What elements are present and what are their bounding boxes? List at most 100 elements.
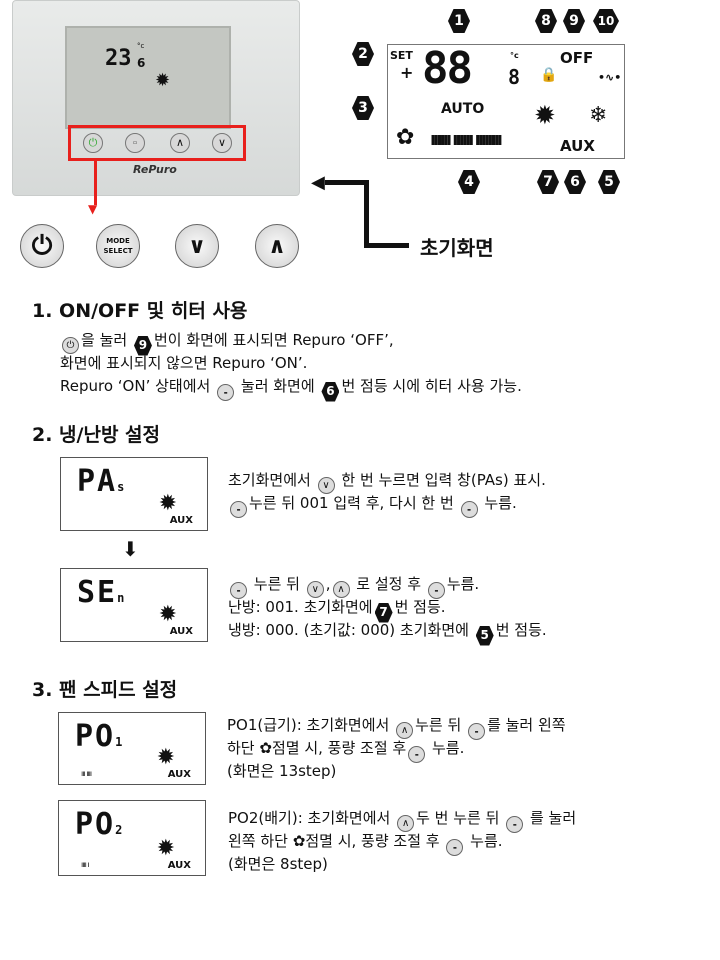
unit-indicator: °c [510,51,519,60]
mode-label: MODE [106,237,130,245]
red-arrow-head: ▼ [88,202,98,216]
heater-coil-icon: •∿• [598,71,622,84]
sun-icon: ✹ [534,101,556,131]
lcd-pas-screen: PAs ✹AUX [60,457,208,531]
aux-label: AUX [169,626,193,637]
mode-select-icon: ▬ [427,582,445,599]
lcd-po1-screen: PO1 ııı ıııı ✹AUX [58,712,206,785]
section2-b-line1: ▬ 누른 뒤 ∨,∧ 로 설정 후 ▬누름. [228,573,479,599]
sun-icon: ✹ [158,491,177,516]
down-icon: ∨ [306,581,324,598]
callout-2: 2 [352,42,374,66]
aux-indicator: AUX [560,137,595,155]
callout-9-icon: 9 [133,335,152,356]
sun-icon: ✹ [156,836,175,861]
section1-title: 1. ON/OFF 및 히터 사용 [32,300,248,322]
aux-label: AUX [167,860,191,871]
down-arrow-icon: ⬇ [122,537,139,561]
up-icon: ∧ [396,722,414,739]
up-button[interactable]: ∧ [255,224,299,268]
lcd-sen-screen: SEn ✹AUX [60,568,208,642]
controller-photo: 23 6 °c ✹ ⏻ ▭ ∧ ∨ RePuro [12,0,300,196]
lcd-text: PO1 [75,719,125,754]
sun-icon: ✹ [155,70,171,91]
temperature-digits: 88 [422,43,473,94]
arrow-line-h2 [364,243,409,248]
select-label: SELECT [103,247,133,255]
button-highlight-box [68,125,246,161]
callout-1: 1 [448,9,470,33]
fan-icon: ✿ [292,832,306,850]
fan-speed-bars: ııı ıııı [81,769,92,778]
mode-select-icon: ▬ [506,816,524,833]
aux-label: AUX [167,769,191,780]
mode-select-button[interactable]: MODE SELECT [96,224,140,268]
fan-speed-bars: ıııııı ıııııı ıııııııı [430,129,503,150]
callout-3: 3 [352,96,374,120]
section2-a-line1: 초기화면에서 ∨ 한 번 누르면 입력 창(PAs) 표시. [228,469,546,494]
unit-label: °c [137,42,145,50]
set-indicator: SET [390,49,413,62]
section3-b-line3: (화면은 8step) [228,855,328,873]
section3-b-line1: PO2(배기): 초기화면에서 ∧두 번 누른 뒤 ▬ 를 눌러 [228,807,576,833]
mode-select-icon: ▬ [217,384,235,401]
up-icon: ∧ [397,815,415,832]
device-down-button[interactable]: ∨ [212,133,232,153]
up-icon: ∧ [332,581,350,598]
lcd-po2-screen: PO2 ıııı ı ✹AUX [58,800,206,876]
callout-4: 4 [458,170,480,194]
fan-speed-bars: ıııı ı [81,860,90,869]
snowflake-icon: ❄ [589,103,608,128]
fan-icon: ✿ [396,125,415,150]
mode-select-icon: ▬ [446,839,464,856]
device-power-button[interactable]: ⏻ [83,133,103,153]
callout-5: 5 [598,170,620,194]
lock-icon: 🔒 [540,67,558,83]
controller-screen: 23 6 °c ✹ [65,26,231,129]
aux-label: AUX [169,515,193,526]
callout-6: 6 [564,170,586,194]
brand-logo: RePuro [133,163,177,176]
sun-icon: ✹ [156,745,175,770]
decimal-digit: 8 [508,65,521,89]
lcd-text: PAs [77,464,127,499]
red-arrow-line [94,160,97,205]
arrow-line-h [325,180,369,185]
callout-8: 8 [535,9,557,33]
callout-5-icon: 5 [475,625,494,646]
temperature-readout: 23 [105,46,132,71]
lcd-text: SEn [77,575,127,610]
callout-7: 7 [537,170,559,194]
section1-line2: 화면에 표시되지 않으면 Repuro ‘ON’. [60,354,308,372]
initial-screen-label: 초기화면 [420,236,494,260]
section3-title: 3. 팬 스피드 설정 [32,679,178,701]
plus-indicator: + [400,63,414,82]
mode-select-icon: ▬ [230,501,247,518]
mode-select-icon: ▬ [460,501,478,518]
lcd-text: PO2 [75,807,125,842]
lcd-diagram: SET + 88 8 °c AUTO OFF 🔒 •∿• ✿ ıııııı ıı… [387,43,625,159]
mode-select-icon: ▬ [230,582,247,599]
mode-select-icon: ▬ [468,723,486,740]
temperature-decimal: 6 [137,56,146,70]
down-icon: ∨ [317,477,335,494]
down-button[interactable]: ∨ [175,224,219,268]
device-mode-button[interactable]: ▭ [125,133,145,153]
auto-indicator: AUTO [441,101,485,117]
callout-10: 10 [593,9,619,33]
fan-icon: ✿ [259,739,272,757]
sun-icon: ✹ [158,602,177,627]
callout-7-icon: 7 [374,602,393,623]
callout-9: 9 [563,9,585,33]
power-icon: ⏻ [62,337,79,354]
device-up-button[interactable]: ∧ [170,133,190,153]
power-button[interactable]: ⏻ [20,224,64,268]
section2-a-line2: ▬누른 뒤 001 입력 후, 다시 한 번 ▬ 누름. [228,492,517,518]
callout-6-icon: 6 [321,381,340,402]
section3-a-line2: 하단 ✿점멸 시, 풍량 조절 후▬ 누름. [227,737,464,763]
off-indicator: OFF [560,49,594,67]
